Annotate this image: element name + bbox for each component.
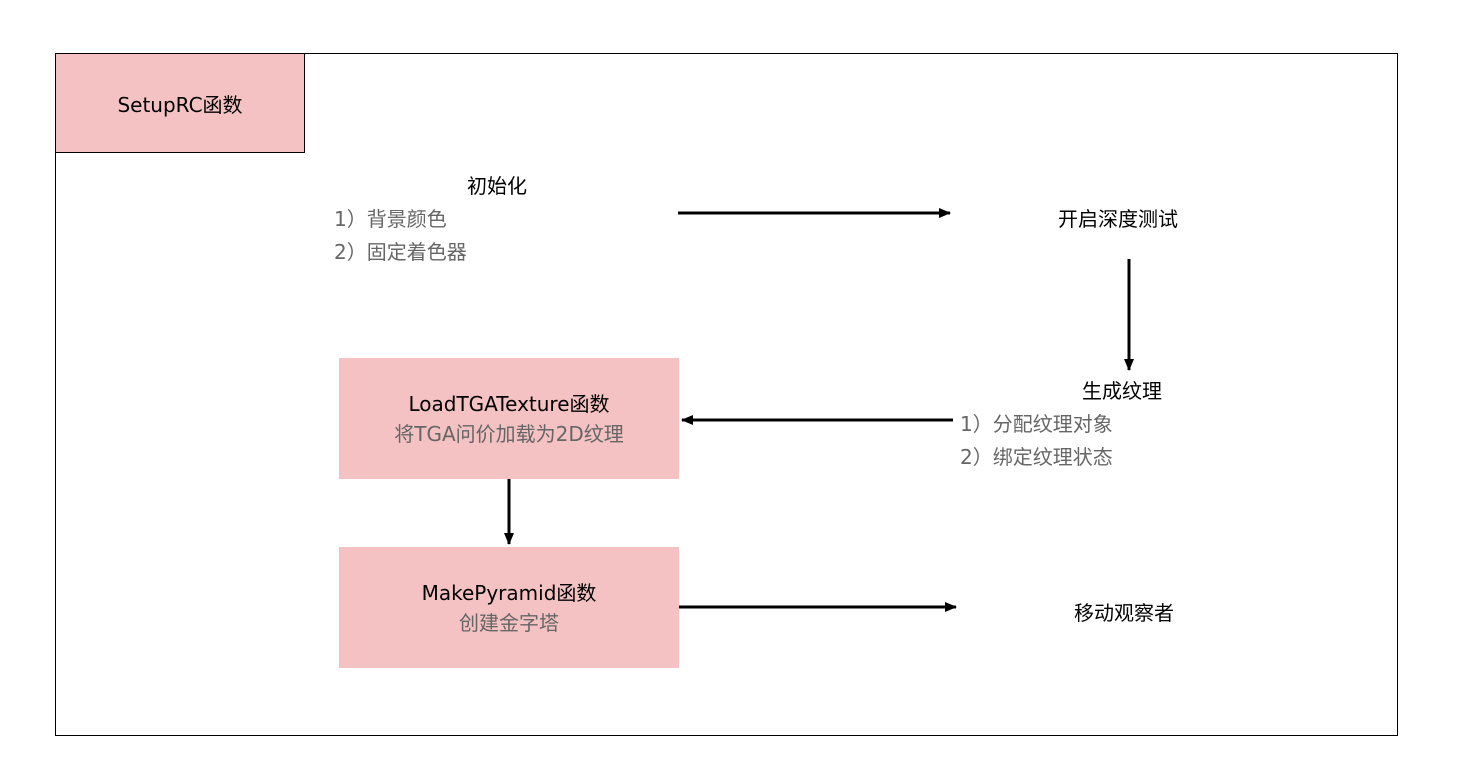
load-tga-subtitle: 将TGA问价加载为2D纹理 [394,421,624,446]
init-item-1: 1）背景颜色 [334,207,447,231]
make-pyramid-title: MakePyramid函数 [421,580,597,605]
texture-heading: 生成纹理 [1082,379,1162,403]
depth-test-label: 开启深度测试 [1058,207,1178,231]
init-heading: 初始化 [467,174,527,198]
texture-item-1: 1）分配纹理对象 [960,412,1113,436]
move-observer-label: 移动观察者 [1074,601,1174,625]
diagram-title: SetupRC函数 [55,53,305,153]
init-item-2: 2）固定着色器 [334,240,467,264]
diagram-frame [55,53,1398,736]
make-pyramid-node: MakePyramid函数 创建金字塔 [339,547,679,668]
load-tga-node: LoadTGATexture函数 将TGA问价加载为2D纹理 [339,358,679,479]
make-pyramid-subtitle: 创建金字塔 [459,610,559,635]
load-tga-title: LoadTGATexture函数 [408,391,610,416]
texture-item-2: 2）绑定纹理状态 [960,445,1113,469]
